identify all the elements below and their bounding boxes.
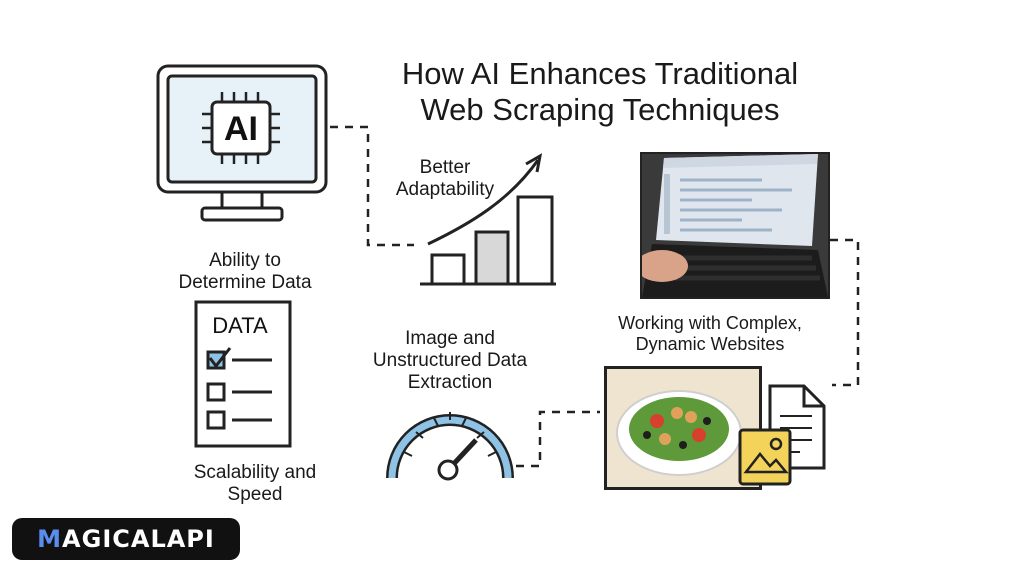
label-ability-to-determine-data: Ability to Determine Data [140,250,350,294]
data-checklist-icon [194,300,292,448]
title-line-2: Web Scraping Techniques [420,91,780,127]
label-line: Better [419,157,471,178]
speedometer-icon [386,412,514,481]
dashed-connectors [330,125,860,468]
page-title: How AI Enhances Traditional Web Scraping… [340,56,860,127]
label-line: Working with Complex, [618,313,802,333]
label-better-adaptability: Better Adaptability [360,157,530,201]
label-line: Determine Data [178,271,312,293]
label-line: Speed [227,483,283,505]
image-file-icon [738,428,792,486]
label-line: Scalability and [193,462,317,483]
title-line-1: How AI Enhances Traditional [401,56,799,91]
connector-gauge-to-salad [516,410,600,468]
label-image-unstructured-extraction: Image and Unstructured Data Extraction [340,328,560,394]
data-doc-heading: DATA [212,313,268,338]
salad-photo [604,366,762,490]
label-line: Ability to [209,250,281,271]
label-complex-dynamic-websites: Working with Complex, Dynamic Websites [590,313,830,354]
label-line: Unstructured Data [372,349,528,371]
connector-laptop-to-files [830,238,860,387]
ai-chip-text: AI [224,110,258,148]
logo-first-letter: M [37,525,63,553]
label-line: Adaptability [395,178,495,200]
logo-text: AGICALAPI [62,525,215,553]
ai-monitor-icon [156,64,328,222]
growth-chart-icon [420,153,556,286]
laptop-photo [640,152,830,299]
salad-illustration [607,369,759,487]
connector-monitor-to-chart [330,125,414,247]
label-line: Dynamic Websites [635,333,785,354]
label-line: Image and [405,328,495,349]
label-scalability-speed: Scalability and Speed [165,462,345,506]
laptop-illustration [642,154,828,297]
label-line: Extraction [407,371,493,393]
